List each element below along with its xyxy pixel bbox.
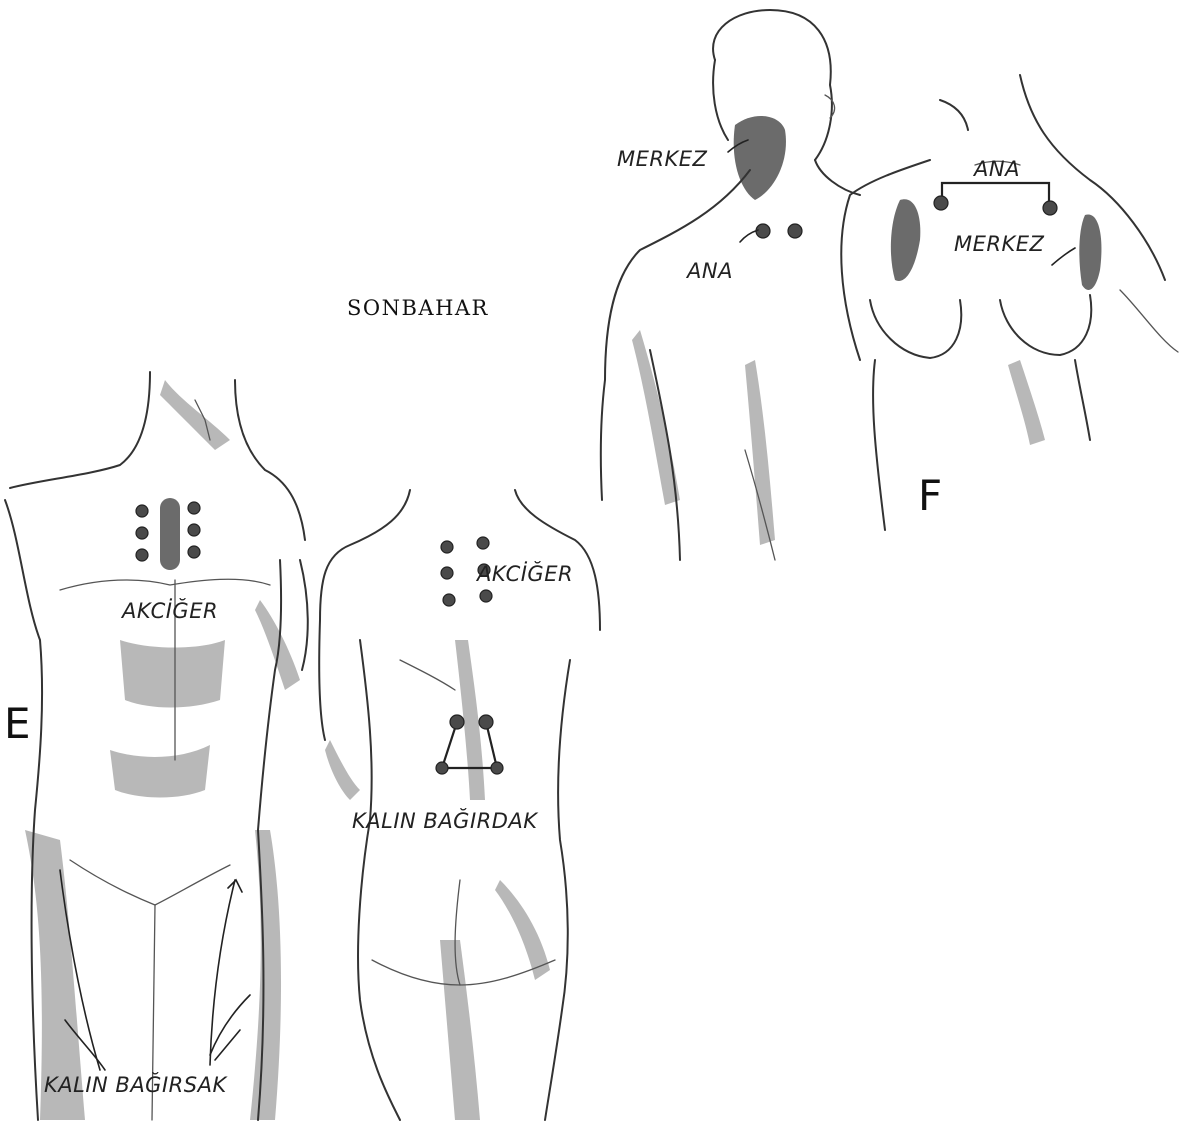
back-shoulder-label: ANA bbox=[685, 259, 733, 283]
front-right-shoulder-line bbox=[235, 380, 305, 540]
front-chest-label: AKCİĞER bbox=[120, 598, 218, 623]
back-lower-point bbox=[450, 715, 464, 729]
right-leg-arrow bbox=[210, 880, 235, 1065]
neck-right-outline bbox=[815, 160, 860, 195]
front-arm-shade bbox=[255, 600, 300, 690]
shoulder-back-point bbox=[756, 224, 770, 238]
front-belly-shade bbox=[120, 640, 225, 708]
right-arm-line bbox=[1120, 290, 1178, 352]
back-lower-point bbox=[479, 715, 493, 729]
back-arm-shade bbox=[325, 740, 360, 800]
page-title: SONBAHAR bbox=[347, 296, 489, 320]
upper-back-spine-shade bbox=[745, 360, 775, 545]
back-lower-point bbox=[491, 762, 503, 774]
back-upper-point bbox=[443, 594, 455, 606]
right-leg-arrowhead bbox=[228, 880, 242, 892]
back-upper-point bbox=[441, 567, 453, 579]
front-chest-point bbox=[136, 505, 148, 517]
left-chest-column-shade bbox=[891, 199, 920, 281]
chest-top-point bbox=[1043, 201, 1057, 215]
chin-line bbox=[940, 100, 968, 130]
left-breast-outline bbox=[870, 300, 961, 358]
front-chest-line bbox=[60, 579, 270, 590]
back-upper-point bbox=[480, 590, 492, 602]
front-right-leg-shade bbox=[250, 830, 281, 1120]
back-lower-label: KALIN BAĞIRDAK bbox=[352, 808, 539, 833]
figure-f-label: F bbox=[918, 471, 942, 520]
right-leg-arrow bbox=[215, 1030, 240, 1060]
back-right-shoulder-line bbox=[515, 490, 600, 630]
front-chest-points bbox=[136, 498, 200, 570]
ear-line bbox=[825, 95, 835, 118]
back-rib-line bbox=[400, 660, 455, 690]
back-upper-label: AKCİĞER bbox=[475, 561, 573, 586]
back-left-body-outline bbox=[358, 640, 400, 1120]
chest-top-connector bbox=[942, 183, 1049, 207]
front-chest-point bbox=[188, 502, 200, 514]
neck-back-figure bbox=[601, 10, 860, 560]
left-shoulder-outline bbox=[841, 160, 930, 360]
back-neck-label: MERKEZ bbox=[617, 147, 708, 171]
back-right-body-outline bbox=[545, 660, 570, 1120]
back-left-shoulder-line bbox=[319, 490, 410, 740]
shoulder-back-point bbox=[788, 224, 802, 238]
front-chest-point bbox=[188, 546, 200, 558]
front-abdomen-shade bbox=[110, 745, 210, 798]
back-leg-shade bbox=[440, 940, 480, 1120]
front-groin-line bbox=[70, 860, 230, 905]
neck-back-shade bbox=[734, 116, 786, 200]
front-top-label: ANA bbox=[972, 157, 1020, 181]
back-ana-pointer bbox=[740, 230, 758, 242]
front-left-shoulder-line bbox=[10, 372, 150, 488]
back-upper-point bbox=[477, 537, 489, 549]
front-chest-point bbox=[136, 549, 148, 561]
left-torso-outline bbox=[873, 360, 885, 530]
front-chest-point bbox=[188, 524, 200, 536]
front-right-arm-outline bbox=[300, 560, 308, 670]
front-legs-label: KALIN BAĞIRSAK bbox=[44, 1072, 228, 1097]
figure-e-label: E bbox=[4, 699, 31, 748]
back-left-outline bbox=[601, 170, 750, 500]
chest-merkez-pointer bbox=[1052, 248, 1075, 265]
right-breast-outline bbox=[1000, 295, 1091, 355]
front-sternum-zone bbox=[160, 498, 180, 570]
front-torso-figure bbox=[5, 372, 308, 1120]
front-left-body-outline bbox=[5, 500, 42, 1120]
chest-lower-shade bbox=[1008, 360, 1045, 445]
right-torso-outline bbox=[1075, 360, 1090, 440]
right-chest-column-shade bbox=[1079, 214, 1101, 290]
front-chest-point bbox=[136, 527, 148, 539]
back-upper-point bbox=[441, 541, 453, 553]
head-left-outline bbox=[713, 60, 728, 140]
front-side-label: MERKEZ bbox=[954, 232, 1045, 256]
chest-top-point bbox=[934, 196, 948, 210]
back-lower-point bbox=[436, 762, 448, 774]
front-neck-shade bbox=[160, 380, 230, 450]
right-leg-arrow bbox=[210, 995, 250, 1055]
chest-front-figure bbox=[841, 75, 1178, 530]
